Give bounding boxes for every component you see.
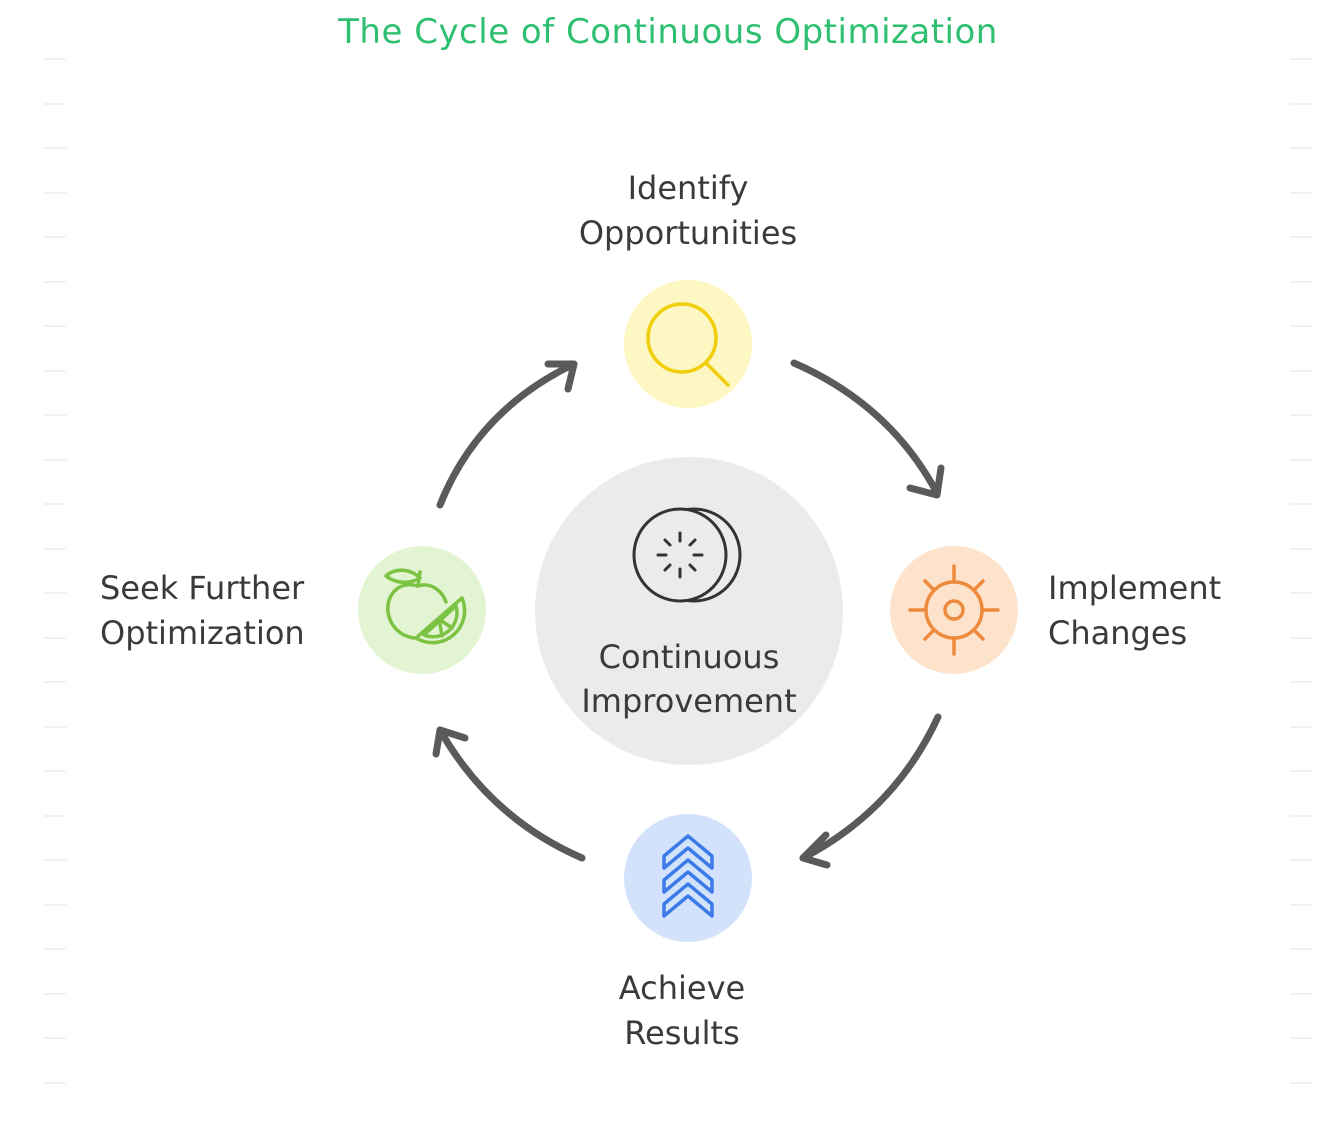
citrus-icon bbox=[358, 546, 486, 674]
ruler-tick bbox=[1290, 815, 1312, 817]
label-achieve-line2: Results bbox=[624, 1014, 740, 1052]
label-identify-line2: Opportunities bbox=[578, 214, 798, 252]
ruler-tick bbox=[1290, 548, 1312, 550]
ruler-tick bbox=[44, 859, 66, 861]
ruler-tick bbox=[1290, 459, 1312, 461]
ruler-tick bbox=[44, 58, 66, 60]
ruler-tick bbox=[44, 103, 66, 105]
node-implement bbox=[890, 546, 1018, 674]
ruler-tick bbox=[1290, 1037, 1312, 1039]
left-edge-ruler bbox=[44, 0, 68, 1122]
gear-icon bbox=[890, 546, 1018, 674]
ruler-tick bbox=[44, 726, 66, 728]
ruler-tick bbox=[1290, 948, 1312, 950]
ruler-tick bbox=[44, 192, 66, 194]
arrow-implement-to-achieve bbox=[799, 713, 942, 869]
arrow-identify-to-implement bbox=[790, 359, 945, 499]
ruler-tick bbox=[44, 815, 66, 817]
chevrons-up-icon bbox=[624, 814, 752, 942]
ruler-tick bbox=[1290, 726, 1312, 728]
central-hub: Continuous Improvement bbox=[535, 457, 843, 765]
ruler-tick bbox=[1290, 236, 1312, 238]
ruler-tick bbox=[1290, 770, 1312, 772]
magnifier-icon bbox=[624, 280, 752, 408]
label-implement-line2: Changes bbox=[1048, 614, 1188, 652]
hub-label-line1: Continuous bbox=[598, 638, 780, 676]
label-achieve: Achieve Results bbox=[532, 966, 832, 1056]
ruler-tick bbox=[44, 904, 66, 906]
label-identify-line1: Identify bbox=[627, 169, 749, 207]
label-implement: Implement Changes bbox=[1048, 566, 1221, 656]
ruler-tick bbox=[44, 592, 66, 594]
ruler-tick bbox=[1290, 904, 1312, 906]
ruler-tick bbox=[1290, 370, 1312, 372]
right-edge-ruler bbox=[1290, 0, 1314, 1122]
hub-label-line2: Improvement bbox=[581, 682, 797, 720]
hub-label: Continuous Improvement bbox=[535, 635, 843, 723]
ruler-tick bbox=[1290, 103, 1312, 105]
ruler-tick bbox=[44, 1082, 66, 1084]
ruler-tick bbox=[44, 993, 66, 995]
arrow-seek-to-identify bbox=[436, 360, 578, 509]
label-implement-line1: Implement bbox=[1048, 569, 1222, 607]
ruler-tick bbox=[1290, 1082, 1312, 1084]
ruler-tick bbox=[44, 1037, 66, 1039]
ruler-tick bbox=[44, 948, 66, 950]
ruler-tick bbox=[44, 370, 66, 372]
ruler-tick bbox=[1290, 147, 1312, 149]
ruler-tick bbox=[44, 503, 66, 505]
ruler-tick bbox=[1290, 681, 1312, 683]
ruler-tick bbox=[44, 414, 66, 416]
label-seek-line1: Seek Further bbox=[100, 569, 305, 607]
ruler-tick bbox=[1290, 592, 1312, 594]
ruler-tick bbox=[1290, 859, 1312, 861]
diagram-title: The Cycle of Continuous Optimization bbox=[338, 12, 998, 52]
ruler-tick bbox=[44, 325, 66, 327]
ruler-tick bbox=[44, 770, 66, 772]
ruler-tick bbox=[44, 681, 66, 683]
ruler-tick bbox=[44, 637, 66, 639]
label-seek-line2: Optimization bbox=[100, 614, 305, 652]
ruler-tick bbox=[1290, 281, 1312, 283]
ruler-tick bbox=[44, 236, 66, 238]
ruler-tick bbox=[1290, 503, 1312, 505]
ruler-tick bbox=[44, 459, 66, 461]
node-seek bbox=[358, 546, 486, 674]
sparkle-disc-icon bbox=[632, 507, 742, 603]
ruler-tick bbox=[1290, 414, 1312, 416]
label-seek: Seek Further Optimization bbox=[100, 566, 305, 656]
node-achieve bbox=[624, 814, 752, 942]
label-achieve-line1: Achieve bbox=[618, 969, 746, 1007]
ruler-tick bbox=[1290, 993, 1312, 995]
arrow-achieve-to-seek bbox=[432, 726, 586, 862]
label-identify: Identify Opportunities bbox=[538, 166, 838, 256]
ruler-tick bbox=[44, 147, 66, 149]
ruler-tick bbox=[1290, 325, 1312, 327]
node-identify bbox=[624, 280, 752, 408]
ruler-tick bbox=[44, 548, 66, 550]
ruler-tick bbox=[1290, 637, 1312, 639]
ruler-tick bbox=[1290, 58, 1312, 60]
ruler-tick bbox=[44, 281, 66, 283]
ruler-tick bbox=[1290, 192, 1312, 194]
